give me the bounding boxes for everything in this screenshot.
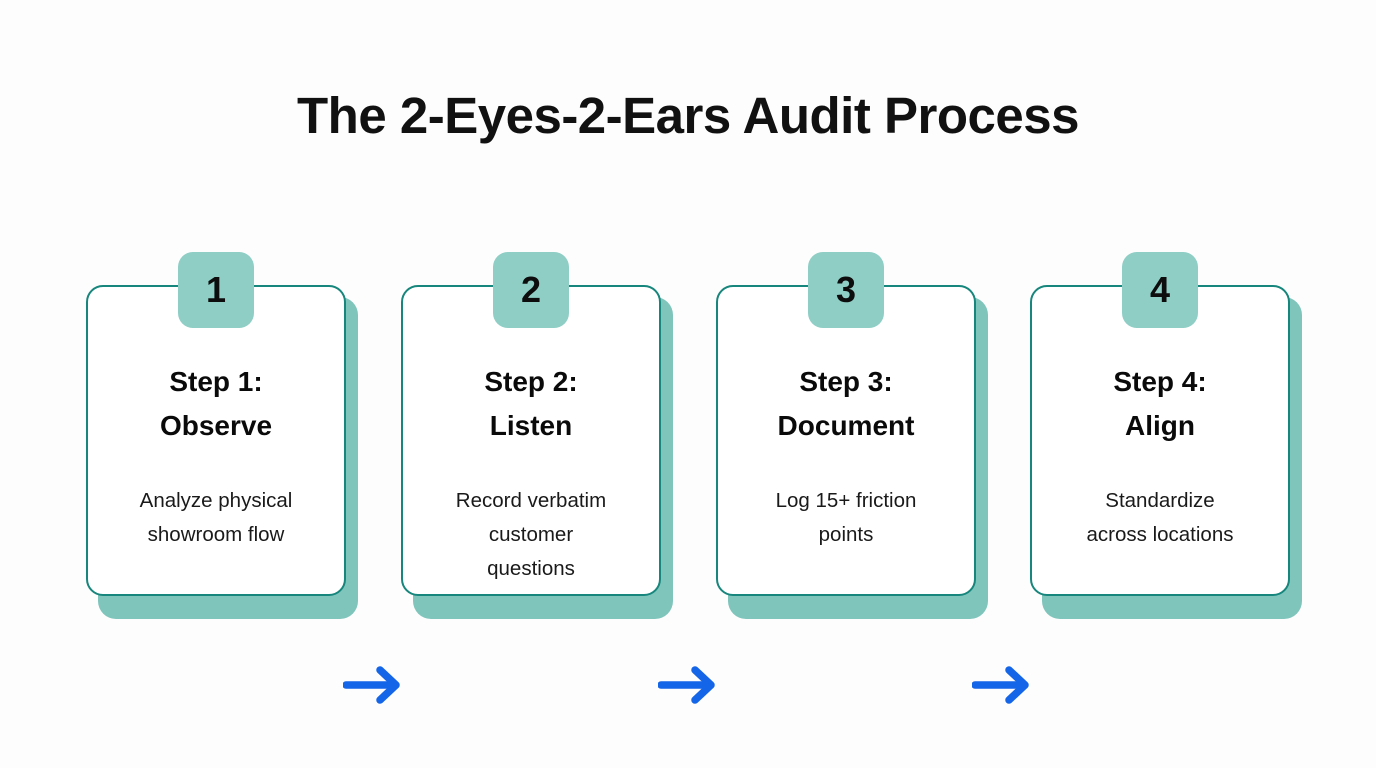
process-step-1[interactable]: 1 Step 1: Observe Analyze physical showr…: [86, 252, 358, 619]
step-description: Log 15+ friction points: [775, 489, 917, 546]
process-step-2[interactable]: 2 Step 2: Listen Record verbatim custome…: [401, 252, 673, 619]
step-number-badge: 2: [493, 252, 569, 328]
step-description: Record verbatim customer questions: [455, 489, 607, 580]
process-step-3[interactable]: 3 Step 3: Document Log 15+ friction poin…: [716, 252, 988, 619]
process-step-4[interactable]: 4 Step 4: Align Standardize across locat…: [1030, 252, 1302, 619]
step-card[interactable]: [716, 285, 976, 596]
step-heading: Step 3: Document: [777, 366, 915, 442]
process-flow: 1 Step 1: Observe Analyze physical showr…: [0, 252, 1376, 704]
step-card[interactable]: [1030, 285, 1290, 596]
arrow-right-icon: [972, 664, 1036, 706]
step-heading: Step 1: Observe: [159, 366, 273, 442]
step-description: Standardize across locations: [1086, 489, 1234, 546]
step-number-badge: 4: [1122, 252, 1198, 328]
arrow-right-icon: [658, 664, 722, 706]
page-title: The 2-Eyes-2-Ears Audit Process: [297, 87, 1079, 144]
step-heading: Step 4: Align: [1113, 366, 1207, 442]
arrow-right-icon: [343, 664, 407, 706]
step-description: Analyze physical showroom flow: [139, 489, 293, 546]
step-number-badge: 1: [178, 252, 254, 328]
step-card[interactable]: [86, 285, 346, 596]
step-number-badge: 3: [808, 252, 884, 328]
step-heading: Step 2: Listen: [484, 366, 578, 442]
